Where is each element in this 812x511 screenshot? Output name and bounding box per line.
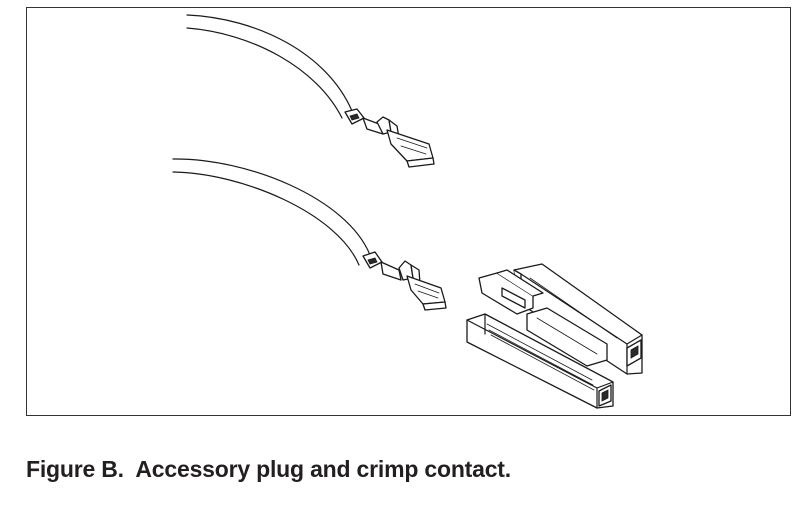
accessory-plug-housing <box>466 263 643 409</box>
illustration <box>172 14 643 409</box>
figure-frame <box>26 7 791 416</box>
figure-caption: Figure B. Accessory plug and crimp conta… <box>26 456 511 482</box>
wire-upper <box>186 14 353 119</box>
wire-lower <box>172 158 371 266</box>
crimp-contact-upper <box>344 108 435 168</box>
crimp-contact-lower <box>362 251 447 311</box>
wire-with-crimp-contact-upper <box>186 14 435 168</box>
wire-with-crimp-contact-lower <box>172 158 447 311</box>
